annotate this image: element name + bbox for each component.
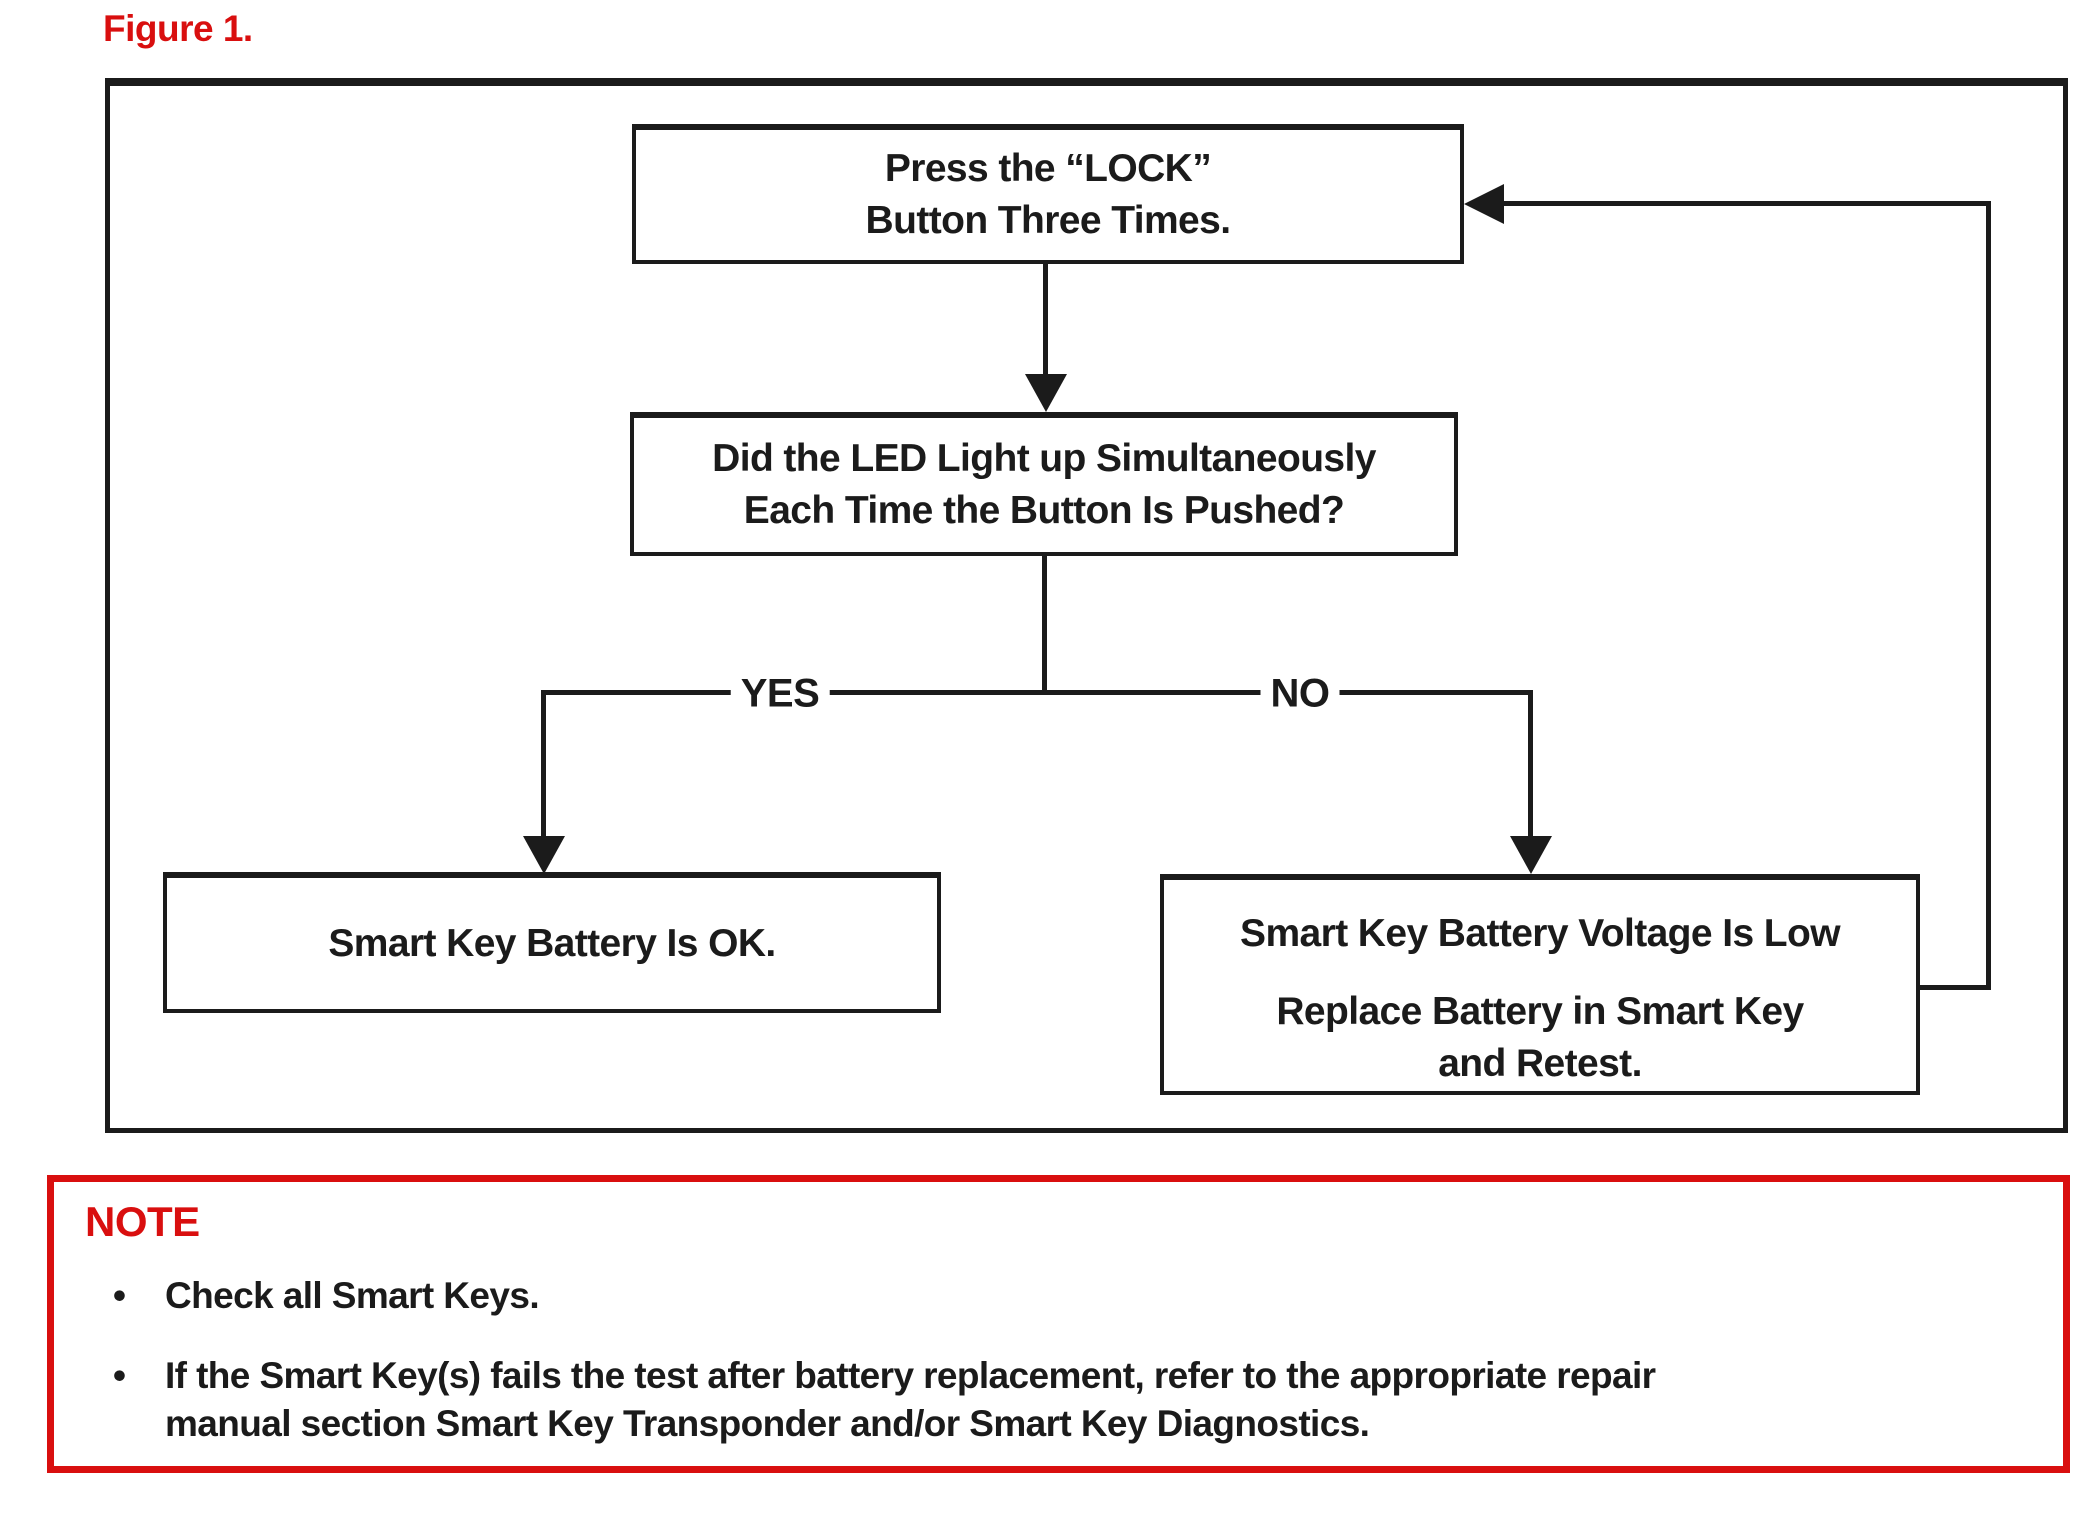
note-bullet-text: If the Smart Key(s) fails the test after… [165,1352,1656,1448]
node-text-line: Each Time the Button Is Pushed? [743,489,1345,532]
note-box [47,1175,2070,1473]
node-text-line: Button Three Times. [865,199,1232,242]
edge-label-yes: YES [730,671,830,717]
node-text-line: Did the LED Light up Simultaneously [712,437,1376,480]
bullet-icon: • [113,1355,126,1396]
arrowhead-down-icon [1025,374,1067,412]
feedback-line-vertical [1986,201,1991,990]
note-bullet-item: • If the Smart Key(s) fails the test aft… [113,1352,1656,1448]
flowchart-node-press-lock: Press the “LOCK” Button Three Times. [632,124,1464,264]
note-title: NOTE [85,1198,200,1245]
node-text-line: Press the “LOCK” [884,147,1212,190]
flowchart-node-battery-low: Smart Key Battery Voltage Is Low Replace… [1160,874,1920,1095]
edge-label-no: NO [1260,671,1340,717]
node-text-line: Smart Key Battery Is OK. [328,921,776,965]
feedback-line-top [1502,201,1991,206]
note-bullet-text: Check all Smart Keys. [165,1275,540,1316]
figure-label: Figure 1. [103,8,253,49]
arrowhead-down-icon [523,836,565,874]
note-bullet-text-line: manual section Smart Key Transponder and… [165,1403,1370,1444]
arrowhead-down-icon [1510,836,1552,874]
bullet-icon: • [113,1275,126,1316]
feedback-line-bottom [1920,985,1990,990]
flowchart-node-battery-ok: Smart Key Battery Is OK. [163,872,941,1013]
connector-no-drop [1528,690,1533,838]
note-bullet-text-line: If the Smart Key(s) fails the test after… [165,1355,1656,1396]
branch-line [541,690,1533,695]
node-text-line: Replace Battery in Smart Key [1276,990,1804,1033]
node-text-line: Smart Key Battery Voltage Is Low [1240,912,1841,955]
connector-question-to-branch [1042,556,1047,692]
connector-yes-drop [541,690,546,838]
note-bullet-item: • Check all Smart Keys. [113,1272,540,1320]
flowchart-node-led-question: Did the LED Light up Simultaneously Each… [630,412,1458,556]
connector-press-to-question [1043,264,1048,376]
arrowhead-left-icon [1464,184,1504,224]
node-text-line: and Retest. [1438,1042,1642,1085]
